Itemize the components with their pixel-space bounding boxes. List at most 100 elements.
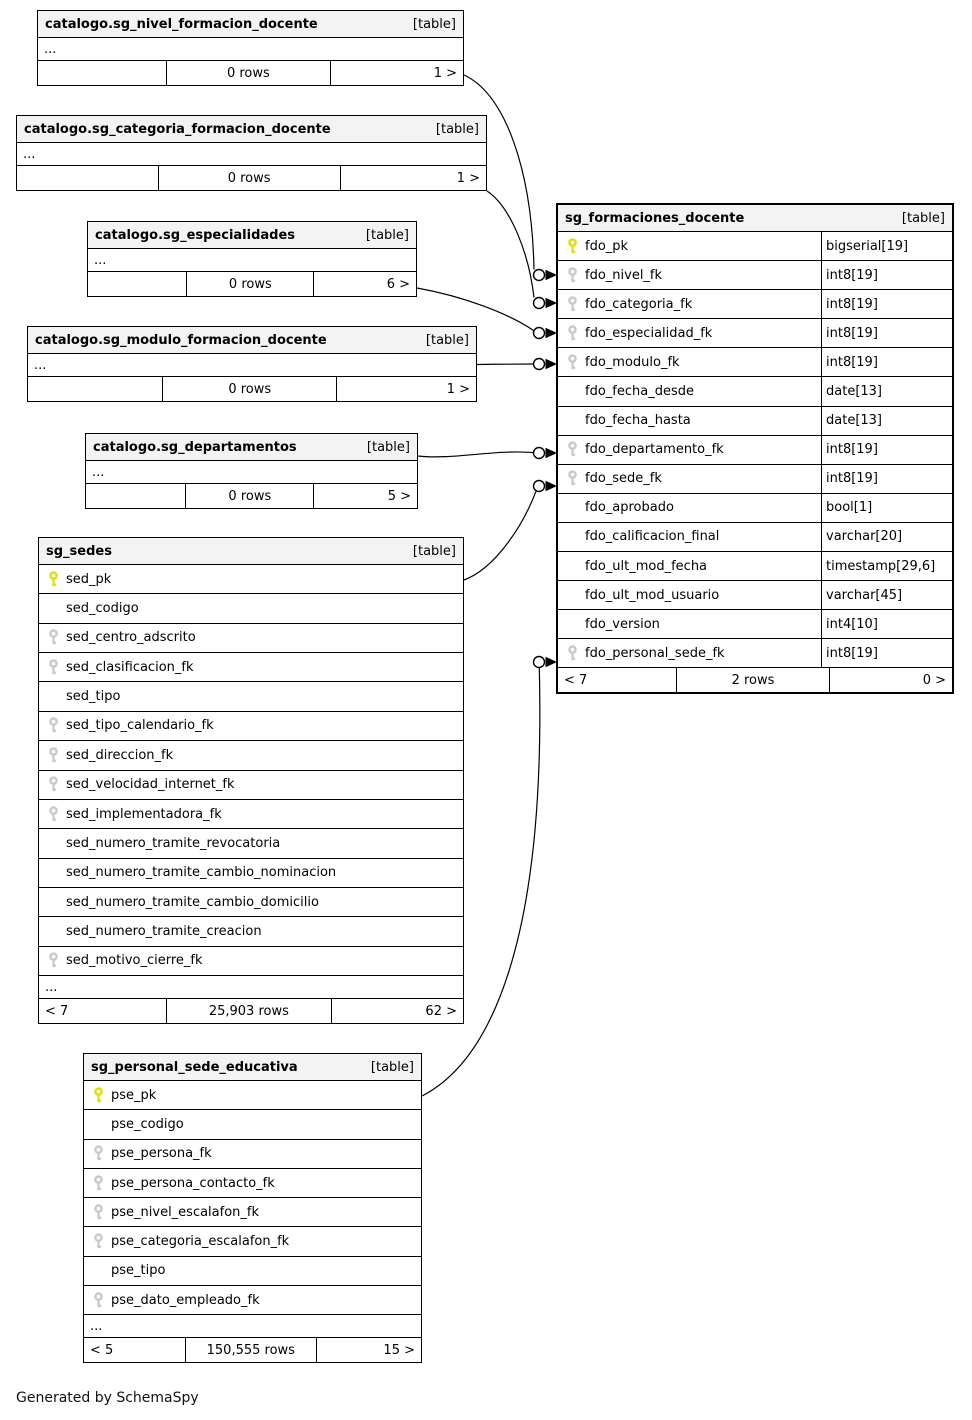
column-name: fdo_categoria_fk bbox=[585, 296, 693, 312]
column-name: fdo_nivel_fk bbox=[585, 267, 663, 283]
column-name: pse_dato_empleado_fk bbox=[111, 1292, 260, 1308]
table-header[interactable]: catalogo.sg_nivel_formacion_docente [tab… bbox=[38, 11, 463, 38]
column-type: int8[19] bbox=[826, 267, 878, 283]
footer-children-count[interactable]: 1 > bbox=[446, 381, 470, 397]
column-row-fdo_departamento_fk: fdo_departamento_fk int8[19] bbox=[558, 435, 952, 465]
table-title: catalogo.sg_modulo_formacion_docente bbox=[35, 332, 327, 348]
column-name: fdo_ult_mod_usuario bbox=[585, 587, 720, 603]
more-columns-ellipsis: ... bbox=[86, 461, 417, 484]
column-row-pse_persona_contacto_fk: pse_persona_contacto_fk bbox=[84, 1169, 421, 1199]
column-name-cell: fdo_aprobado bbox=[558, 493, 822, 522]
column-type: varchar[45] bbox=[826, 587, 903, 603]
foreign-key-icon bbox=[566, 441, 579, 458]
fk-wire-categoria bbox=[486, 190, 535, 298]
column-name-cell: fdo_ult_mod_usuario bbox=[558, 581, 822, 610]
column-name: fdo_departamento_fk bbox=[585, 442, 724, 458]
column-name: fdo_fecha_hasta bbox=[585, 413, 691, 429]
table-title: sg_formaciones_docente bbox=[565, 210, 745, 226]
table-type-badge: [table] bbox=[435, 121, 479, 137]
footer-children-count[interactable]: 1 > bbox=[456, 170, 480, 186]
footer-parents-count[interactable]: < 7 bbox=[564, 672, 588, 688]
fk-wire-modulo bbox=[476, 363, 534, 366]
table-type-badge: [table] bbox=[901, 210, 945, 226]
fk-wire-departamento bbox=[417, 451, 534, 458]
table-footer: < 7 25,903 rows 62 > bbox=[39, 999, 463, 1024]
footer-children-count[interactable]: 15 > bbox=[383, 1342, 415, 1358]
column-name: fdo_especialidad_fk bbox=[585, 325, 713, 341]
column-row-sed_clasificacion_fk: sed_clasificacion_fk bbox=[39, 653, 463, 683]
table-footer: < 5 150,555 rows 15 > bbox=[84, 1338, 421, 1363]
table-type-badge: [table] bbox=[370, 1059, 414, 1075]
table-header[interactable]: catalogo.sg_modulo_formacion_docente [ta… bbox=[28, 327, 476, 354]
fk-endpoint-circle bbox=[532, 296, 546, 310]
fk-wire-sede bbox=[463, 491, 537, 581]
footer-children-count[interactable]: 1 > bbox=[433, 65, 457, 81]
table-header[interactable]: sg_sedes [table] bbox=[39, 538, 463, 565]
table-node-sg-personal-sede-educativa: sg_personal_sede_educativa [table] pse_p… bbox=[83, 1053, 422, 1364]
table-title: sg_personal_sede_educativa bbox=[91, 1059, 298, 1075]
table-footer: < 7 2 rows 0 > bbox=[558, 668, 952, 693]
footer-children-count[interactable]: 6 > bbox=[386, 276, 410, 292]
column-name: sed_motivo_cierre_fk bbox=[66, 953, 203, 969]
column-name: pse_nivel_escalafon_fk bbox=[111, 1204, 260, 1220]
column-name: fdo_personal_sede_fk bbox=[585, 645, 725, 661]
column-row-pse_dato_empleado_fk: pse_dato_empleado_fk bbox=[84, 1286, 421, 1316]
column-row-sed_tipo: sed_tipo bbox=[39, 682, 463, 712]
column-name: sed_numero_tramite_revocatoria bbox=[66, 835, 281, 851]
column-name: fdo_fecha_desde bbox=[585, 384, 694, 400]
column-name: sed_tipo_calendario_fk bbox=[66, 718, 214, 734]
footer-row-count: 0 rows bbox=[165, 61, 332, 85]
footer-children-count[interactable]: 5 > bbox=[387, 488, 411, 504]
footer-parents-count[interactable]: < 7 bbox=[45, 1003, 69, 1019]
column-name: sed_implementadora_fk bbox=[66, 806, 222, 822]
table-title: sg_sedes bbox=[46, 543, 112, 559]
table-header[interactable]: sg_formaciones_docente [table] bbox=[558, 205, 952, 232]
column-type: int8[19] bbox=[826, 354, 878, 370]
table-type-badge: [table] bbox=[412, 543, 456, 559]
column-name: fdo_aprobado bbox=[585, 500, 674, 516]
footer-left bbox=[86, 484, 185, 508]
footer-children-count[interactable]: 62 > bbox=[425, 1003, 457, 1019]
column-name-cell: fdo_fecha_hasta bbox=[558, 406, 822, 435]
column-name: sed_codigo bbox=[66, 601, 139, 617]
column-type: date[13] bbox=[826, 413, 882, 429]
table-header[interactable]: catalogo.sg_departamentos [table] bbox=[86, 434, 417, 461]
table-header[interactable]: sg_personal_sede_educativa [table] bbox=[84, 1054, 421, 1081]
column-row-sed_codigo: sed_codigo bbox=[39, 594, 463, 624]
more-columns-ellipsis: ... bbox=[17, 143, 486, 166]
table-header[interactable]: catalogo.sg_categoria_formacion_docente … bbox=[17, 116, 486, 143]
column-name: sed_numero_tramite_cambio_nominacion bbox=[66, 865, 337, 881]
foreign-key-icon bbox=[566, 470, 579, 487]
column-type: int8[19] bbox=[826, 442, 878, 458]
table-node-sg-modulo-formacion-docente: catalogo.sg_modulo_formacion_docente [ta… bbox=[27, 326, 477, 402]
column-name-cell: fdo_fecha_desde bbox=[558, 377, 822, 406]
column-row-sed_motivo_cierre_fk: sed_motivo_cierre_fk bbox=[39, 947, 463, 977]
column-name: sed_centro_adscrito bbox=[66, 630, 196, 646]
column-row-pse_codigo: pse_codigo bbox=[84, 1110, 421, 1140]
more-columns-ellipsis: ... bbox=[39, 976, 463, 1000]
footer-row-count: 150,555 rows bbox=[185, 1338, 317, 1363]
column-type: varchar[20] bbox=[826, 529, 903, 545]
foreign-key-icon bbox=[47, 952, 60, 969]
fk-endpoint-circle bbox=[532, 446, 546, 460]
column-name-cell: fdo_nivel_fk bbox=[558, 261, 822, 290]
table-node-sg-especialidades: catalogo.sg_especialidades [table] ... 0… bbox=[87, 221, 417, 297]
column-name: pse_persona_contacto_fk bbox=[111, 1175, 275, 1191]
table-footer: 0 rows 1 > bbox=[38, 61, 463, 85]
column-name: pse_pk bbox=[111, 1087, 157, 1103]
footer-left bbox=[88, 272, 186, 296]
footer-row-count: 25,903 rows bbox=[166, 999, 332, 1024]
footer-children-count[interactable]: 0 > bbox=[922, 672, 946, 688]
table-header[interactable]: catalogo.sg_especialidades [table] bbox=[88, 222, 416, 249]
fk-endpoint-circle bbox=[532, 326, 546, 340]
column-row-sed_implementadora_fk: sed_implementadora_fk bbox=[39, 800, 463, 830]
table-title: catalogo.sg_especialidades bbox=[95, 227, 296, 243]
foreign-key-icon bbox=[92, 1145, 105, 1162]
column-name-cell: fdo_version bbox=[558, 610, 822, 639]
footer-parents-count[interactable]: < 5 bbox=[90, 1342, 114, 1358]
foreign-key-icon bbox=[92, 1233, 105, 1250]
